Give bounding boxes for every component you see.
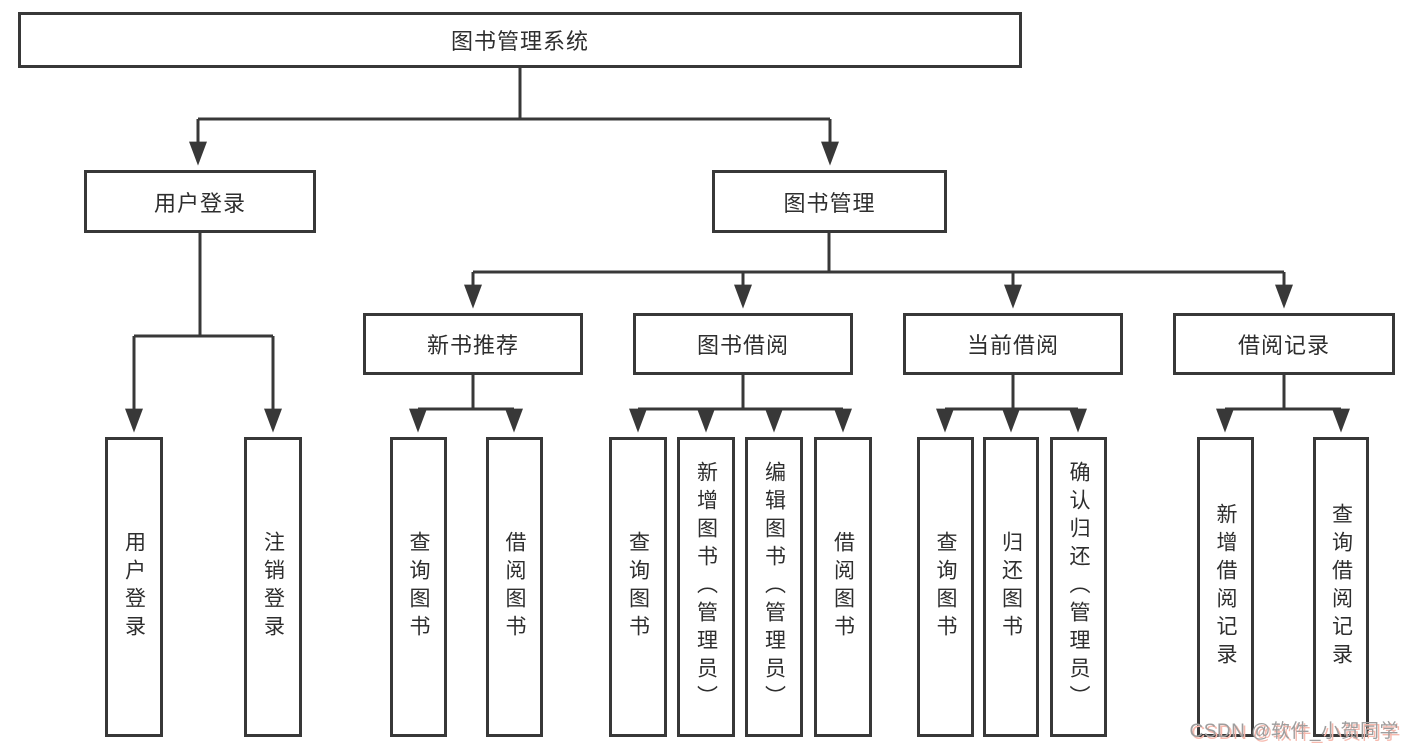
leaf-user-login: 用户登录 bbox=[105, 437, 163, 737]
leaf-label: 查询图书 bbox=[626, 531, 650, 643]
leaf-query-books-borrowing: 查询图书 bbox=[609, 437, 667, 737]
csdn-watermark: CSDN @软件_小贺同学 bbox=[1189, 721, 1399, 742]
leaf-label: 确认归还（管理员） bbox=[1067, 461, 1090, 713]
leaf-label: 借阅图书 bbox=[503, 531, 526, 643]
leaf-confirm-return-admin: 确认归还（管理员） bbox=[1050, 437, 1107, 737]
leaf-query-books-current: 查询图书 bbox=[917, 437, 974, 737]
node-new-book-recommend: 新书推荐 bbox=[363, 313, 583, 375]
node-borrowing-records: 借阅记录 bbox=[1173, 313, 1395, 375]
leaf-query-borrow-record: 查询借阅记录 bbox=[1313, 437, 1369, 737]
node-book-management: 图书管理 bbox=[712, 170, 947, 233]
leaf-label: 新增借阅记录 bbox=[1214, 503, 1237, 671]
leaf-label: 编辑图书（管理员） bbox=[762, 461, 786, 713]
node-library-system: 图书管理系统 bbox=[18, 12, 1022, 68]
leaf-label: 用户登录 bbox=[122, 531, 146, 643]
leaf-borrow-books-borrowing: 借阅图书 bbox=[814, 437, 872, 737]
leaf-return-books: 归还图书 bbox=[983, 437, 1039, 737]
leaf-query-books-recommend: 查询图书 bbox=[390, 437, 447, 737]
node-user-login: 用户登录 bbox=[84, 170, 316, 233]
leaf-label: 借阅图书 bbox=[831, 531, 855, 643]
node-current-borrowing: 当前借阅 bbox=[903, 313, 1123, 375]
node-book-borrowing: 图书借阅 bbox=[633, 313, 853, 375]
leaf-label: 归还图书 bbox=[999, 531, 1023, 643]
leaf-label: 新增图书（管理员） bbox=[694, 461, 718, 713]
leaf-add-borrow-record: 新增借阅记录 bbox=[1197, 437, 1254, 737]
leaf-label: 查询图书 bbox=[934, 531, 957, 643]
leaf-borrow-books-recommend: 借阅图书 bbox=[486, 437, 543, 737]
leaf-label: 注销登录 bbox=[261, 531, 285, 643]
leaf-label: 查询借阅记录 bbox=[1329, 503, 1353, 671]
leaf-add-book-admin: 新增图书（管理员） bbox=[677, 437, 735, 737]
leaf-edit-book-admin: 编辑图书（管理员） bbox=[745, 437, 803, 737]
leaf-logout: 注销登录 bbox=[244, 437, 302, 737]
leaf-label: 查询图书 bbox=[407, 531, 430, 643]
